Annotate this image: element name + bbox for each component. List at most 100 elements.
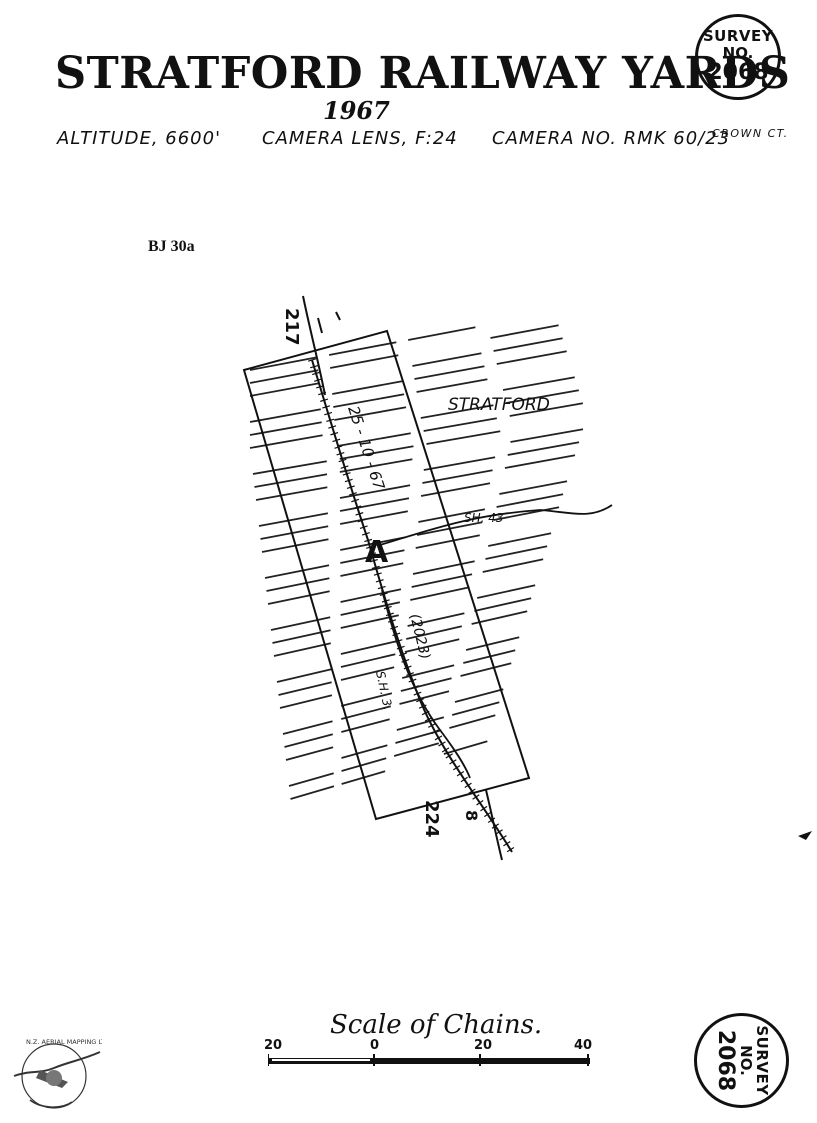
label-run-224: 224 <box>421 800 442 838</box>
hatch-stroke <box>451 701 500 716</box>
rail-tick <box>367 552 376 556</box>
hatch-stroke <box>334 406 407 421</box>
rail-tick <box>330 431 339 436</box>
flight-mark <box>335 311 341 321</box>
hatch-stroke <box>412 560 475 575</box>
hatch-stroke <box>266 577 330 592</box>
hatch-stroke <box>284 733 334 748</box>
hatch-stroke <box>490 324 559 339</box>
hatch-stroke <box>504 454 576 469</box>
rail-tick <box>445 753 453 759</box>
hatch-stroke <box>396 716 445 731</box>
rail-tick <box>361 531 370 536</box>
rail-tick <box>476 800 484 806</box>
rail-tick <box>334 445 343 449</box>
rail-tick <box>431 729 439 735</box>
hatch-stroke <box>485 545 548 560</box>
hatch-stroke <box>449 714 496 729</box>
rail-tick <box>324 411 333 416</box>
hatch-stroke <box>341 757 387 772</box>
rail-tick <box>388 619 396 623</box>
rail-tick <box>491 823 500 829</box>
hatch-stroke <box>482 558 544 573</box>
rail-tick <box>394 639 403 643</box>
rail-tick <box>456 770 465 777</box>
rail-tick <box>348 492 357 496</box>
scale-title: Scale of Chains. <box>330 1010 543 1040</box>
hatch-stroke <box>282 720 333 735</box>
survey-stamp-bottom: SURVEY NO. 2068 <box>694 1013 789 1108</box>
rail-tick <box>332 438 341 443</box>
hatch-stroke <box>412 352 482 367</box>
hatch-stroke <box>339 510 408 525</box>
hatch-stroke <box>249 356 318 371</box>
hatch-stroke <box>474 597 532 612</box>
hatch-stroke <box>507 441 580 456</box>
rail-tick <box>373 572 382 576</box>
road-sh43 <box>379 504 613 546</box>
hatch-stroke <box>339 497 410 512</box>
hatch-stroke <box>340 588 402 603</box>
hatch-stroke <box>339 445 414 460</box>
hatch-stroke <box>340 562 404 577</box>
hatch-stroke <box>493 506 560 521</box>
rail-tick <box>460 776 468 783</box>
camera-number-caption: CAMERA NO. RMK 60/23 <box>492 128 731 149</box>
hatch-stroke <box>404 638 460 653</box>
rail-tick <box>401 658 410 663</box>
rail-tick <box>503 841 511 847</box>
stamp-number: 2068 <box>713 1029 739 1092</box>
hatch-stroke <box>276 668 332 683</box>
hatch-stroke <box>332 380 403 395</box>
flight-line <box>302 295 326 396</box>
hatch-stroke <box>460 662 512 677</box>
rail-tick <box>377 585 386 590</box>
rail-tick <box>449 759 457 765</box>
hatch-stroke <box>443 740 488 755</box>
altitude-caption: ALTITUDE, 6600' <box>57 128 222 149</box>
rail-tick <box>357 518 366 523</box>
hatch-stroke <box>340 653 396 668</box>
camera-lens-caption: CAMERA LENS, F:24 <box>262 128 458 149</box>
label-point-a: A <box>365 535 389 570</box>
rail-tick <box>464 782 472 789</box>
rail-tick <box>383 605 392 610</box>
hatch-stroke <box>399 690 450 705</box>
railway-ticks <box>307 358 515 853</box>
hatch-stroke <box>488 532 552 547</box>
rail-tick <box>355 512 364 516</box>
rail-tick <box>340 465 349 469</box>
rail-tick <box>441 747 450 753</box>
hatch-stroke <box>279 694 333 709</box>
rail-tick <box>307 358 317 362</box>
rail-tick <box>399 652 407 657</box>
rail-tick <box>366 545 375 549</box>
hatch-stroke <box>290 785 335 800</box>
hatch-stroke <box>267 590 330 605</box>
rail-tick <box>468 788 476 794</box>
hatch-stroke <box>423 456 496 471</box>
hatch-stroke <box>270 616 331 631</box>
rail-tick <box>312 371 321 376</box>
rail-tick <box>369 558 378 563</box>
aerial-mapping-logo: N.Z. AERIAL MAPPING LTD. <box>13 1038 102 1109</box>
rail-tick <box>495 829 503 835</box>
hatch-stroke <box>340 640 397 655</box>
rail-tick <box>351 498 360 503</box>
hatch-stroke <box>340 536 406 551</box>
hatch-stroke <box>341 744 388 759</box>
rail-tick <box>416 698 424 703</box>
label-date: 25 - 10 - 67 <box>344 404 388 493</box>
hatch-stroke <box>410 586 470 601</box>
hatch-stroke <box>337 432 411 447</box>
rail-tick <box>338 458 347 463</box>
rail-tick <box>427 723 436 728</box>
hatch-stroke <box>288 772 334 787</box>
hatch-stroke <box>393 742 440 757</box>
rail-tick <box>418 704 427 709</box>
hatch-stroke <box>476 584 536 599</box>
photo-coverage-frame <box>242 329 531 821</box>
hatch-stroke <box>407 612 465 627</box>
rail-tick <box>487 817 496 823</box>
stamp-survey-label: SURVEY <box>702 27 774 46</box>
